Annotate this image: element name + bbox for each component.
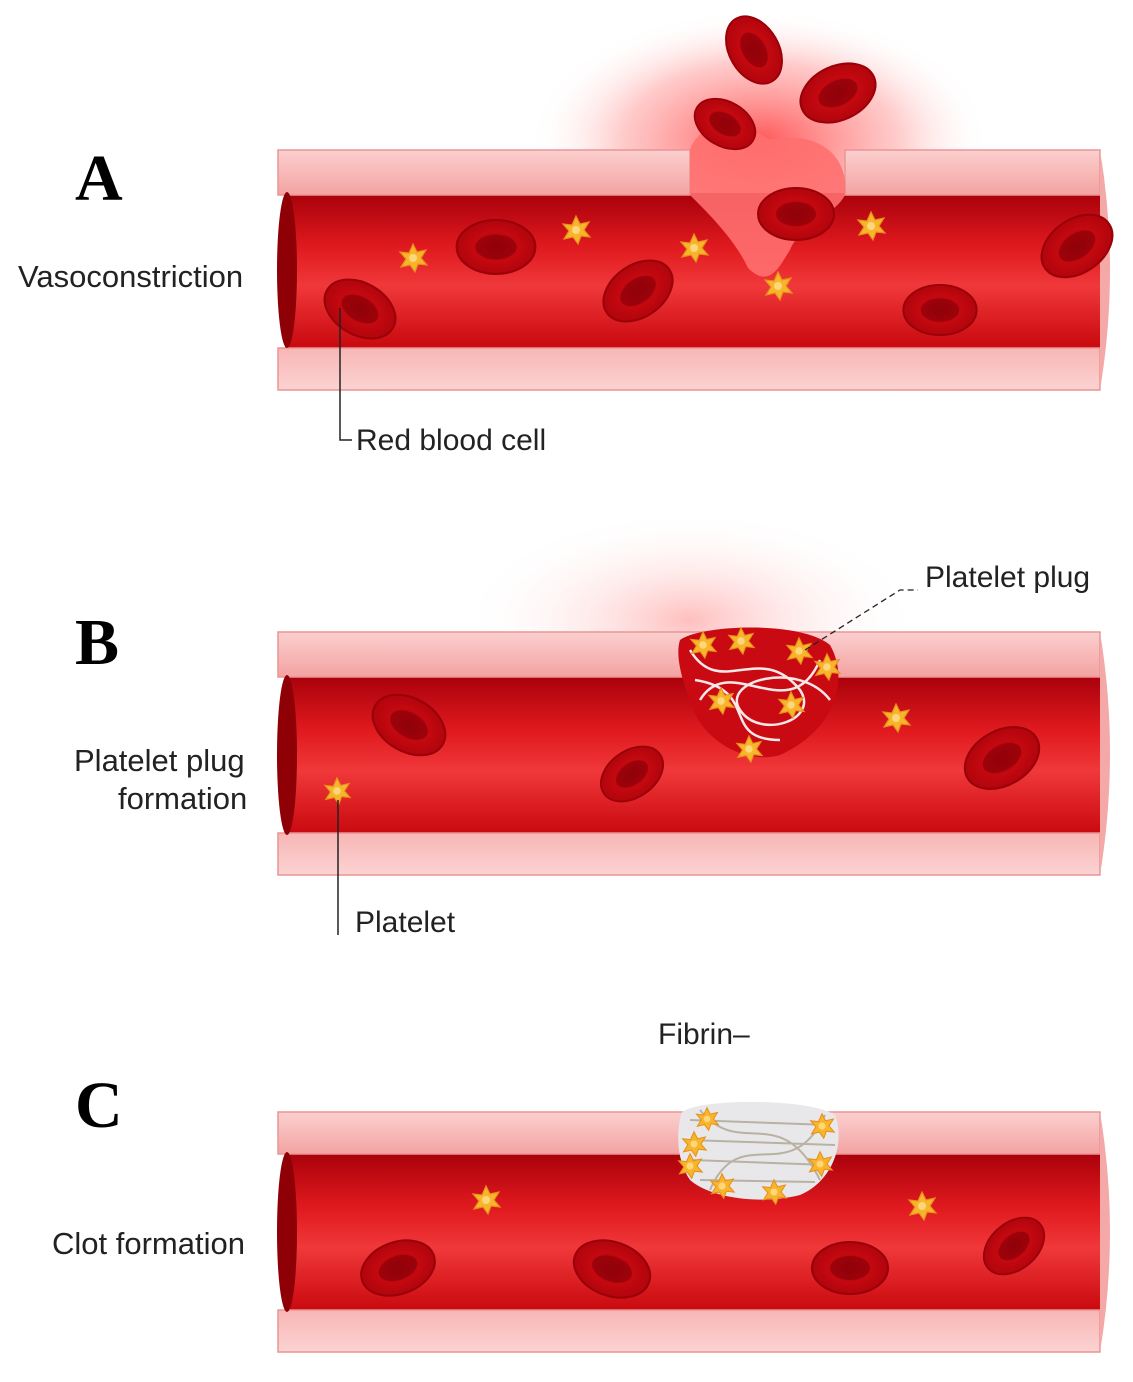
vessel-lumen — [285, 193, 1100, 348]
vessel-opening — [277, 192, 297, 348]
stage-label-platelet-plug-line1: Platelet plug — [74, 743, 245, 778]
stage-label-clot-formation: Clot formation — [52, 1226, 245, 1261]
callout-line-platelet-plug — [804, 589, 918, 651]
vessel-opening — [277, 1152, 297, 1312]
vessel-wall-bottom — [277, 1309, 1101, 1353]
vessel-wall-top — [844, 149, 1101, 196]
red-blood-cell — [902, 283, 978, 337]
panel-letter-a: A — [75, 142, 123, 215]
callout-platelet-plug: Platelet plug — [925, 561, 1091, 594]
panel-a — [277, 5, 1126, 441]
red-blood-cell — [811, 1241, 889, 1295]
red-blood-cell — [756, 186, 836, 242]
callout-fibrin: Fibrin– — [658, 1018, 750, 1051]
vessel-end — [1100, 1112, 1110, 1352]
panel-b — [277, 510, 1110, 935]
vessel-end — [1100, 632, 1110, 875]
vessel-wall-bottom — [277, 347, 1101, 391]
vessel-wall-bottom — [277, 832, 1101, 876]
red-blood-cell — [455, 218, 537, 276]
callout-platelet: Platelet — [355, 906, 456, 939]
callout-red-blood-cell: Red blood cell — [356, 424, 547, 457]
vessel-opening — [277, 675, 297, 835]
callout-line-red-blood-cell — [339, 308, 352, 441]
panel-letter-b: B — [75, 606, 120, 679]
fibrin-clot — [678, 1101, 839, 1205]
vessel-end — [1100, 150, 1110, 390]
platelet-plug — [678, 627, 841, 763]
vessel-wall-top — [277, 149, 691, 196]
panel-letter-c: C — [75, 1069, 123, 1142]
stage-label-platelet-plug-line2: formation — [118, 781, 248, 816]
panel-c — [277, 1101, 1110, 1353]
stage-label-vasoconstriction: Vasoconstriction — [18, 259, 244, 294]
